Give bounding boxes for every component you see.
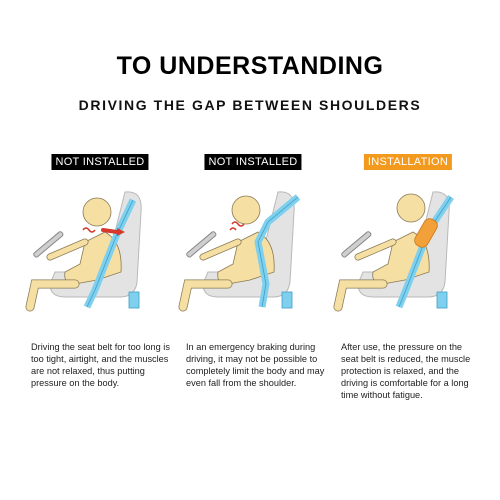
driver-tight-belt-illustration bbox=[25, 191, 142, 312]
not-installed-badge: NOT INSTALLED bbox=[204, 154, 302, 170]
driver-belt-slip-illustration bbox=[178, 191, 301, 312]
not-installed-badge: NOT INSTALLED bbox=[51, 154, 149, 170]
panel-not-installed-2: NOT INSTALLED In an emergency braking du… bbox=[178, 154, 328, 454]
panel-description: After use, the pressure on the seat belt… bbox=[341, 342, 471, 400]
panel-description: Driving the seat belt for too long is to… bbox=[31, 342, 170, 388]
panel-description: In an emergency braking during driving, … bbox=[186, 342, 325, 388]
driver-with-shoulder-pad-illustration bbox=[333, 191, 454, 312]
panel-installation: INSTALLATION After use, the pressure on … bbox=[333, 154, 483, 454]
panel-not-installed-1: NOT INSTALLED Driving the seat belt for … bbox=[25, 154, 175, 454]
page-subtitle: DRIVING THE GAP BETWEEN SHOULDERS bbox=[78, 97, 422, 113]
installation-badge: INSTALLATION bbox=[363, 154, 453, 170]
page-title: TO UNDERSTANDING bbox=[116, 52, 384, 80]
